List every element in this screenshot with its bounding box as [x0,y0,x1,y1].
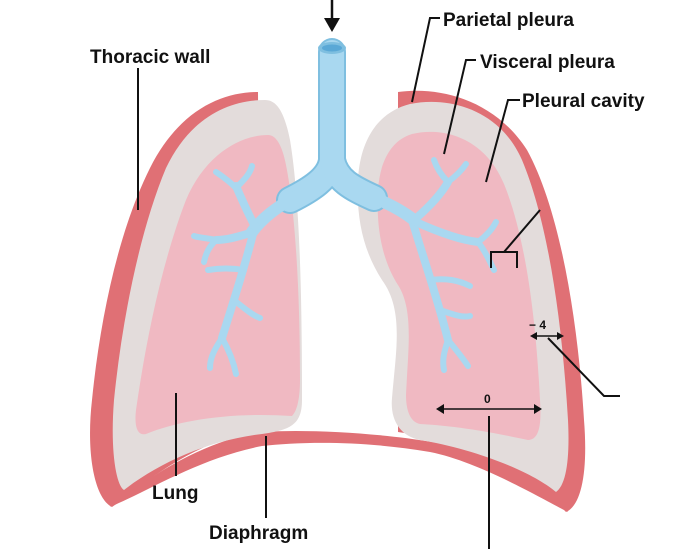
leader-visceral-pleura [443,59,476,155]
lung-right [377,131,541,441]
value-intrapleural-pressure: − 4 [529,318,546,332]
label-lung: Lung [152,483,198,504]
label-visceral-pleura: Visceral pleura [480,52,615,73]
alveolar-arrow [436,404,542,414]
leader-bracket [503,209,541,253]
leader-parietal-pleura [411,17,440,103]
label-diaphragm: Diaphragm [209,523,308,544]
airway-tree [191,38,499,377]
intrapleural-arrow [530,332,564,340]
label-pleural-cavity: Pleural cavity [522,91,645,112]
air-inflow-arrow [324,0,340,32]
diaphragm-band [110,430,568,512]
leader-pleural-cavity [485,99,520,183]
value-alveolar-pressure: 0 [484,392,491,406]
lung-left [135,135,300,435]
label-thoracic-wall: Thoracic wall [90,47,210,68]
leader-lines [137,17,620,549]
label-parietal-pleura: Parietal pleura [443,10,574,31]
leader-intrapleural [547,337,620,397]
